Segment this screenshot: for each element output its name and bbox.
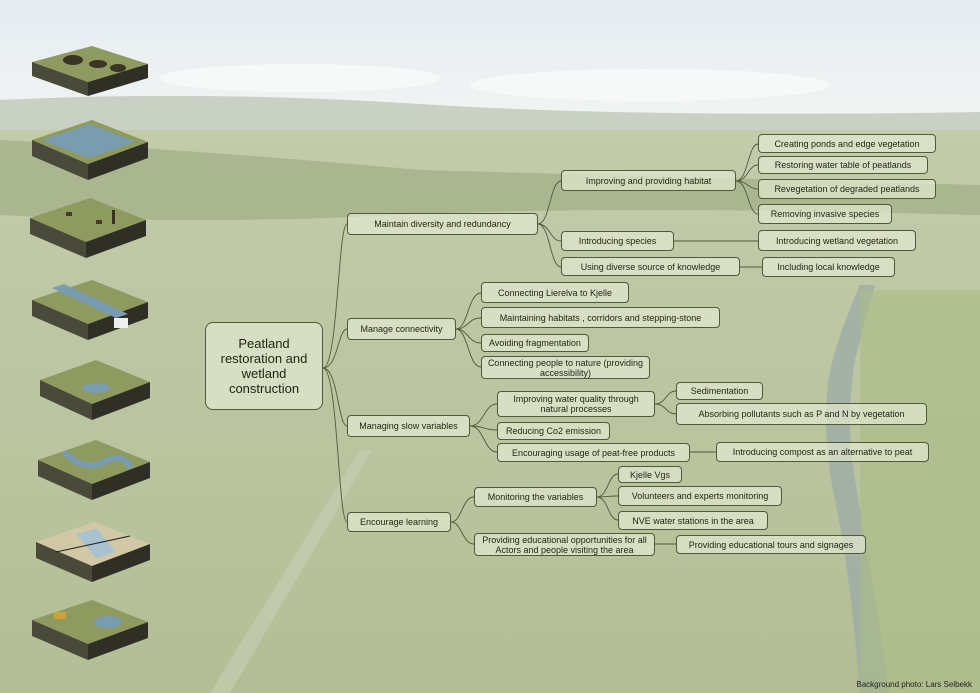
leaf-node: Kjelle Vgs [618, 466, 682, 483]
leaf-node: Removing invasive species [758, 204, 892, 224]
level2-node: Improving water quality through natural … [497, 391, 655, 417]
tile-deer-icon [30, 198, 146, 258]
tile-corridor-icon [32, 280, 148, 340]
branch-node: Manage connectivity [347, 318, 456, 340]
tile-wetland-icon [40, 360, 150, 420]
leaf-node: Introducing compost as an alternative to… [716, 442, 929, 462]
branch-node: Maintain diversity and redundancy [347, 213, 538, 235]
leaf-node: Restoring water table of peatlands [758, 156, 928, 174]
leaf-node: Absorbing pollutants such as P and N by … [676, 403, 927, 425]
tile-water-flow-icon [38, 440, 150, 500]
level2-node: Monitoring the variables [474, 487, 597, 507]
leaf-node: Introducing wetland vegetation [758, 230, 916, 251]
level2-node: Using diverse source of knowledge [561, 257, 740, 276]
tile-forest-icon [32, 46, 148, 96]
leaf-node: Revegetation of degraded peatlands [758, 179, 936, 199]
leaf-node: Providing educational tours and signages [676, 535, 866, 554]
tile-measurement-icon [36, 522, 150, 582]
level2-node: Connecting people to nature (providing a… [481, 356, 650, 379]
level2-node: Improving and providing habitat [561, 170, 736, 191]
leaf-node: Including local knowledge [762, 257, 895, 277]
tile-pond-icon [32, 120, 148, 180]
root-node: Peatland restoration and wetland constru… [205, 322, 323, 410]
level2-node: Encouraging usage of peat-free products [497, 443, 690, 462]
branch-node: Managing slow variables [347, 415, 470, 437]
level2-node: Avoiding fragmentation [481, 334, 589, 352]
level2-node: Introducing species [561, 231, 674, 251]
leaf-node: Sedimentation [676, 382, 763, 400]
tile-excavator-icon [32, 600, 148, 660]
leaf-node: Volunteers and experts monitoring [618, 486, 782, 506]
branch-node: Encourage learning [347, 512, 451, 532]
leaf-node: Creating ponds and edge vegetation [758, 134, 936, 153]
level2-node: Reducing Co2 emission [497, 422, 610, 440]
photo-credit: Background photo: Lars Selbekk [856, 680, 972, 689]
level2-node: Providing educational opportunities for … [474, 533, 655, 556]
level2-node: Maintaining habitats , corridors and ste… [481, 307, 720, 328]
level2-node: Connecting Lierelva to Kjelle [481, 282, 629, 303]
leaf-node: NVE water stations in the area [618, 511, 768, 530]
